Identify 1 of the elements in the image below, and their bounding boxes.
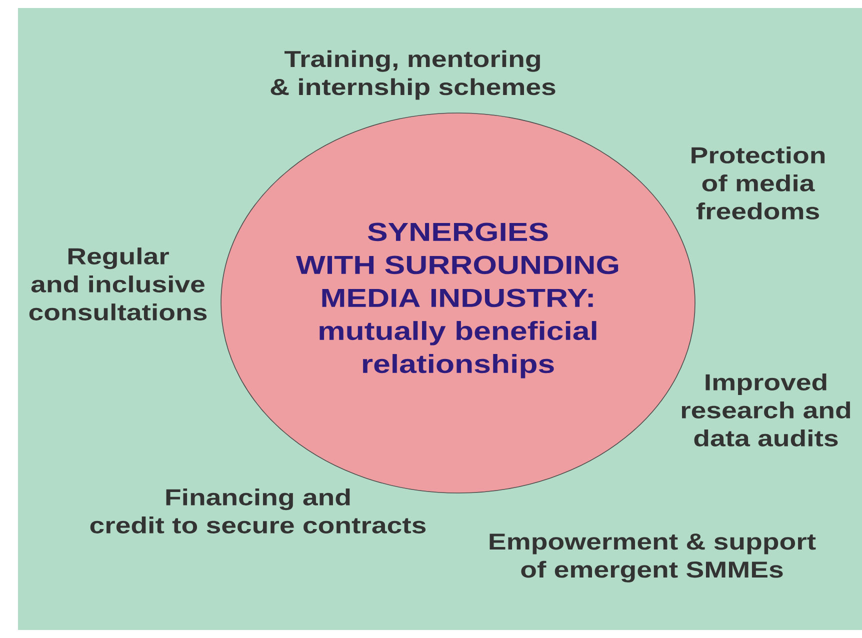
text-label: Empowerment & support of emergent SMMEs <box>490 534 816 582</box>
